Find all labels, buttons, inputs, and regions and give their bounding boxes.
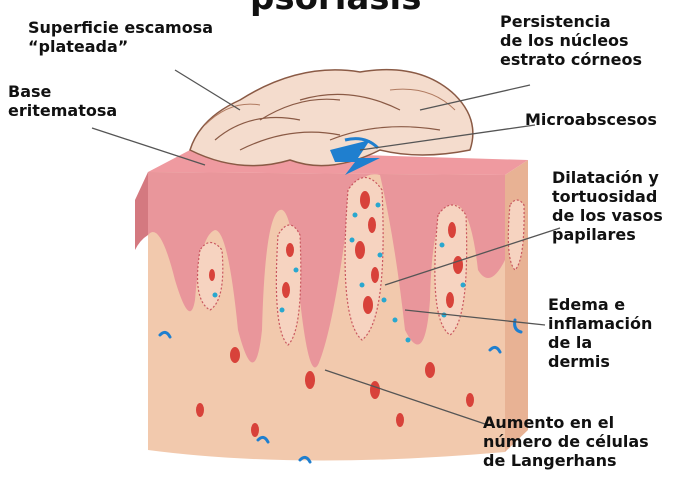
epidermis-left-face <box>135 172 148 250</box>
leader-superficie <box>175 70 240 110</box>
label-microabscesos: Microabscesos <box>525 110 657 129</box>
label-superficie: Superficie escamosa “plateada” <box>28 18 213 56</box>
label-langerhans: Aumento en el número de células de Lange… <box>483 413 649 470</box>
inflammatory-cell-icon <box>353 213 358 218</box>
blood-vessel-icon <box>360 191 370 209</box>
leader-base <box>92 128 205 165</box>
label-edema: Edema e inflamación de la dermis <box>548 295 652 371</box>
label-dilatacion: Dilatación y tortuosidad de los vasos pa… <box>552 168 663 244</box>
label-persistencia: Persistencia de los núcleos estrato córn… <box>500 12 642 69</box>
label-base: Base eritematosa <box>8 82 117 120</box>
